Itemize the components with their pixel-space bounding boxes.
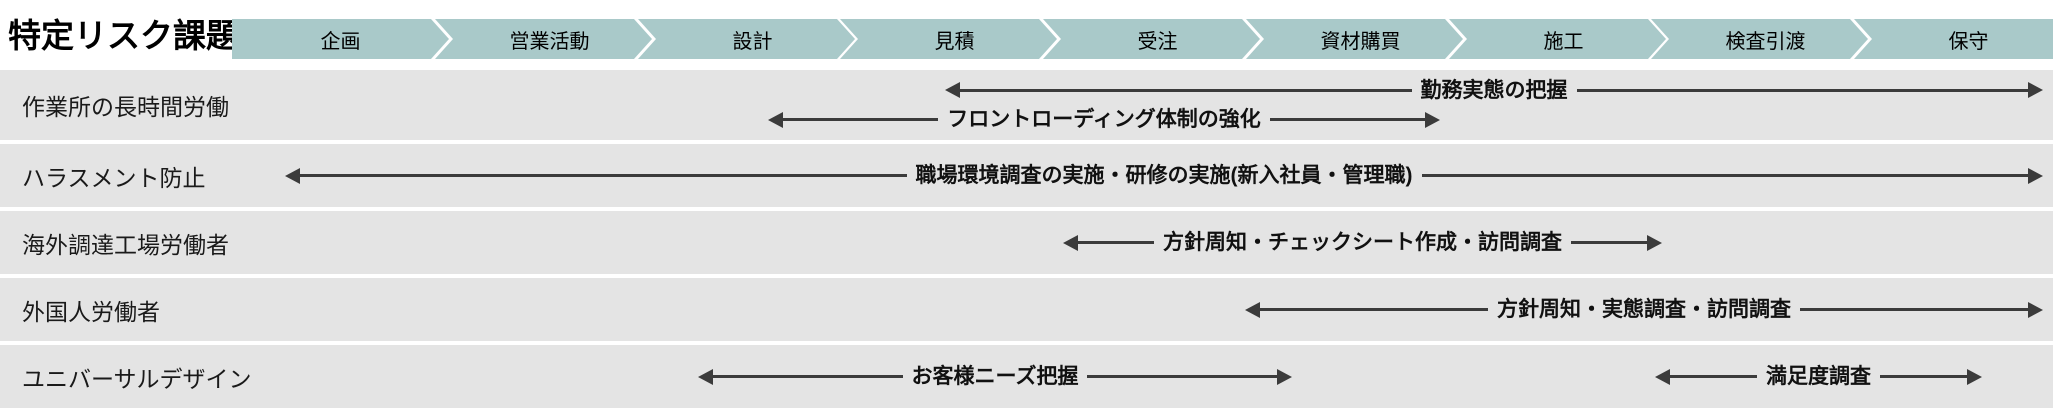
arrow-head-right-icon bbox=[1425, 111, 1440, 128]
process-stage-band: 企画 営業活動 設計 見積 受注 資材購買 施工 検査引渡 保守 bbox=[232, 19, 2053, 59]
arrow-head-right-icon bbox=[2028, 82, 2043, 99]
arrow-line-left bbox=[1078, 241, 1154, 244]
stage-label: 検査引渡 bbox=[1725, 30, 1806, 53]
stage-chevron-2[interactable]: 営業活動 bbox=[435, 19, 652, 59]
arrow-line-right bbox=[1880, 375, 1967, 378]
arrow-line-left bbox=[960, 88, 1412, 92]
timeline-arrow: 満足度調査 bbox=[1655, 364, 1982, 390]
risk-row: 作業所の長時間労働 勤務実態の把握フロントローディング体制の強化 bbox=[0, 70, 2053, 140]
stage-chevron-5[interactable]: 受注 bbox=[1043, 19, 1260, 59]
arrow-line-right bbox=[1269, 118, 1425, 122]
timeline-arrow: 職場環境調査の実施・研修の実施(新入社員・管理職) bbox=[285, 163, 2044, 189]
stage-label: 保守 bbox=[1948, 30, 1989, 53]
stage-chevron-7[interactable]: 施工 bbox=[1449, 19, 1666, 59]
stage-label: 受注 bbox=[1137, 30, 1178, 53]
stage-label: 資材購買 bbox=[1320, 30, 1401, 53]
timeline-arrow-label: 勤務実態の把握 bbox=[1420, 78, 1568, 102]
stage-chevron-4[interactable]: 見積 bbox=[840, 19, 1057, 59]
timeline-arrow-label: お客様ニーズ把握 bbox=[911, 365, 1079, 388]
risk-row-label: ハラスメント防止 bbox=[22, 164, 206, 191]
timeline-arrow-label: 方針周知・チェックシート作成・訪問調査 bbox=[1163, 231, 1562, 254]
risk-row: 外国人労働者 方針周知・実態調査・訪問調査 bbox=[0, 278, 2053, 341]
arrow-head-right-icon bbox=[1277, 368, 1293, 385]
arrow-head-right-icon bbox=[1967, 368, 1982, 385]
timeline-arrow: フロントローディング体制の強化 bbox=[768, 107, 1440, 133]
stage-label: 企画 bbox=[320, 30, 361, 53]
page-title: 特定リスク課題 bbox=[8, 17, 239, 54]
arrow-head-left-icon bbox=[768, 111, 783, 128]
timeline-arrow: お客様ニーズ把握 bbox=[698, 364, 1293, 390]
stage-chevron-8[interactable]: 検査引渡 bbox=[1651, 19, 1868, 59]
arrow-line-right bbox=[1571, 241, 1647, 244]
stage-chevron-1[interactable]: 企画 bbox=[232, 19, 449, 59]
stage-label: 営業活動 bbox=[509, 30, 590, 53]
timeline-arrow: 勤務実態の把握 bbox=[945, 77, 2043, 103]
arrow-line-right bbox=[1087, 375, 1278, 378]
arrow-line-left bbox=[1670, 375, 1757, 378]
arrow-head-right-icon bbox=[2028, 301, 2043, 318]
risk-row-label: 海外調達工場労働者 bbox=[22, 231, 229, 258]
stage-label: 見積 bbox=[934, 30, 975, 53]
risk-row-label: 外国人労働者 bbox=[22, 298, 160, 325]
arrow-line-right bbox=[1576, 88, 2028, 92]
risk-row: 海外調達工場労働者 方針周知・チェックシート作成・訪問調査 bbox=[0, 211, 2053, 274]
timeline-arrow-label: フロントローディング体制の強化 bbox=[947, 108, 1261, 132]
arrow-head-right-icon bbox=[1647, 234, 1662, 251]
risk-row: ハラスメント防止 職場環境調査の実施・研修の実施(新入社員・管理職) bbox=[0, 144, 2053, 207]
arrow-line-right bbox=[1421, 174, 2029, 177]
timeline-arrow: 方針周知・チェックシート作成・訪問調査 bbox=[1063, 230, 1662, 256]
risk-row-label: ユニバーサルデザイン bbox=[22, 365, 252, 392]
arrow-line-left bbox=[300, 174, 907, 177]
stage-chevron-6[interactable]: 資材購買 bbox=[1246, 19, 1463, 59]
arrow-head-left-icon bbox=[285, 167, 300, 184]
arrow-head-left-icon bbox=[698, 368, 713, 385]
risk-row-label: 作業所の長時間労働 bbox=[22, 94, 229, 120]
arrow-line-left bbox=[1260, 308, 1488, 311]
arrow-line-left bbox=[783, 118, 939, 122]
timeline-arrow-label: 方針周知・実態調査・訪問調査 bbox=[1497, 298, 1791, 321]
risk-row: ユニバーサルデザイン お客様ニーズ把握 満足度調査 bbox=[0, 345, 2053, 408]
arrow-line-right bbox=[1800, 308, 2028, 311]
stage-label: 施工 bbox=[1543, 30, 1584, 53]
timeline-arrow-label: 職場環境調査の実施・研修の実施(新入社員・管理職) bbox=[915, 164, 1413, 187]
stage-chevron-3[interactable]: 設計 bbox=[638, 19, 855, 59]
diagram-header: 特定リスク課題 企画 営業活動 設計 見積 受注 資材購買 施工 検査引渡 保守 bbox=[0, 0, 2053, 66]
stage-label: 設計 bbox=[732, 30, 773, 53]
timeline-arrow: 方針周知・実態調査・訪問調査 bbox=[1245, 297, 2043, 323]
arrow-line-left bbox=[713, 375, 903, 378]
timeline-arrow-label: 満足度調査 bbox=[1766, 365, 1871, 388]
arrow-head-left-icon bbox=[1063, 234, 1078, 251]
arrow-head-left-icon bbox=[1655, 368, 1670, 385]
arrow-head-left-icon bbox=[1245, 301, 1260, 318]
arrow-head-right-icon bbox=[2028, 167, 2044, 184]
stage-chevron-9[interactable]: 保守 bbox=[1854, 19, 2053, 59]
arrow-head-left-icon bbox=[945, 82, 960, 99]
